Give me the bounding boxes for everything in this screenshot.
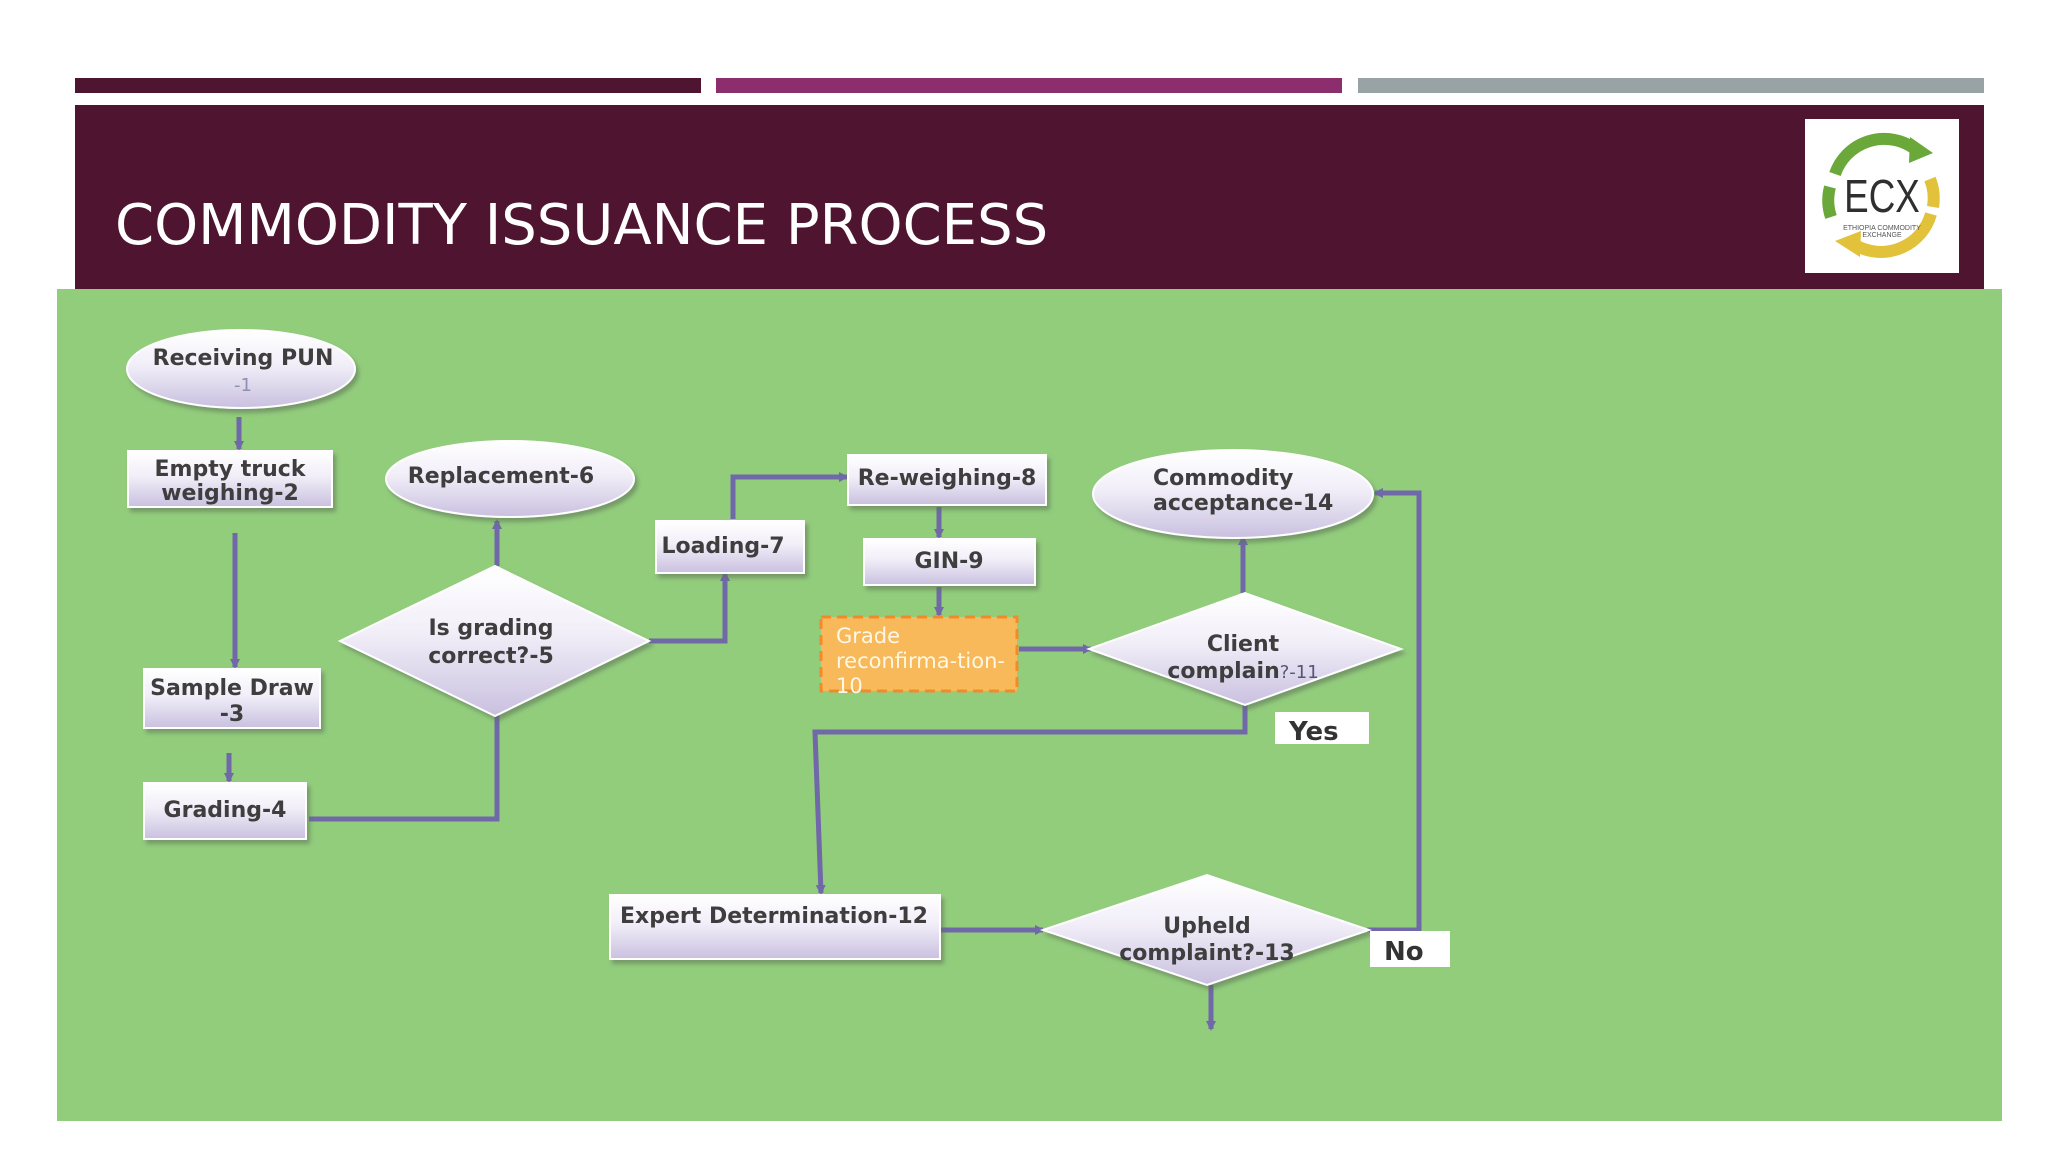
logo-ring-icon	[1822, 132, 1940, 258]
node-13-line1: Upheld	[1163, 914, 1250, 939]
node-replacement: Replacement-6	[385, 440, 635, 518]
slide-title: COMMODITY ISSUANCE PROCESS	[115, 193, 1049, 258]
label-yes: Yes	[1275, 712, 1369, 747]
connectors	[224, 417, 1422, 1031]
logo-tagline: ETHIOPIA COMMODITY EXCHANGE	[1843, 225, 1921, 239]
arrow-7-to-8	[730, 472, 849, 519]
logo-text: ECX	[1844, 170, 1920, 222]
node-is-grading-correct: Is grading correct?-5	[337, 564, 652, 718]
node-11-line1: Client	[1207, 632, 1280, 657]
node-12-line1: Expert Determination-12	[620, 904, 928, 929]
node-2-line2: weighing-2	[161, 481, 299, 506]
node-commodity-acceptance: Commodity acceptance-14	[1092, 449, 1374, 539]
arrow-4-to-5	[309, 692, 502, 822]
accent-bar-gray	[1358, 78, 1984, 93]
accent-bar-dark	[75, 78, 701, 93]
node-8-line1: Re-weighing-8	[858, 466, 1037, 491]
slide-header: COMMODITY ISSUANCE PROCESS ECX ETHIOPIA …	[75, 105, 1984, 289]
arrow-5-to-7	[649, 571, 730, 644]
node-grading: Grading-4	[143, 782, 307, 840]
accent-bar-magenta	[716, 78, 1342, 93]
node-3-line2: -3	[220, 702, 244, 727]
ecx-logo: ECX ETHIOPIA COMMODITY EXCHANGE	[1805, 119, 1959, 273]
node-expert-determination: Expert Determination-12	[609, 894, 941, 960]
node-sample-draw: Sample Draw -3	[143, 668, 321, 729]
arrow-13-no-to-14	[1367, 488, 1422, 933]
node-5-line2: correct?-5	[428, 644, 554, 669]
node-6-line1: Replacement-6	[408, 464, 594, 489]
node-10-line1: Grade	[836, 624, 900, 648]
node-1-line1: Receiving PUN	[153, 346, 334, 371]
flowchart: Receiving PUN -1 Empty truck weighing-2 …	[126, 329, 1450, 1031]
label-no: No	[1370, 931, 1450, 967]
flowchart-canvas: Receiving PUN -1 Empty truck weighing-2 …	[57, 289, 2002, 1121]
node-11-line2-main: complain	[1167, 659, 1279, 684]
node-1-line2: -1	[234, 375, 252, 396]
label-yes-text: Yes	[1288, 717, 1339, 747]
node-10-line3: 10	[836, 674, 863, 698]
node-5-line1: Is grading	[428, 616, 553, 641]
arrow-11-yes-to-12	[812, 705, 1248, 895]
node-4-line1: Grading-4	[164, 798, 287, 823]
node-10-line2: reconfirma-tion-	[836, 649, 1005, 673]
node-re-weighing: Re-weighing-8	[847, 454, 1047, 506]
node-client-complain: Client complain?-11	[1086, 591, 1404, 707]
node-grade-reconfirmation: Grade reconfirma-tion- 10	[819, 615, 1019, 698]
node-13-line2: complaint?-13	[1119, 941, 1294, 966]
node-14-line2: acceptance-14	[1153, 491, 1333, 516]
node-11-line2: complain?-11	[1167, 659, 1318, 684]
node-2-line1: Empty truck	[155, 457, 307, 482]
node-empty-truck-weighing: Empty truck weighing-2	[127, 450, 333, 508]
node-receiving-pun: Receiving PUN -1	[126, 329, 356, 409]
node-upheld-complaint: Upheld complaint?-13	[1039, 873, 1373, 987]
node-11-line2-suffix: ?-11	[1280, 662, 1319, 683]
node-14-line1: Commodity	[1153, 466, 1293, 491]
node-loading: Loading-7	[655, 520, 805, 574]
node-9-line1: GIN-9	[914, 549, 983, 574]
label-no-text: No	[1384, 937, 1424, 967]
node-7-line1: Loading-7	[661, 534, 784, 559]
node-3-line1: Sample Draw	[150, 676, 314, 701]
node-gin: GIN-9	[863, 538, 1036, 586]
